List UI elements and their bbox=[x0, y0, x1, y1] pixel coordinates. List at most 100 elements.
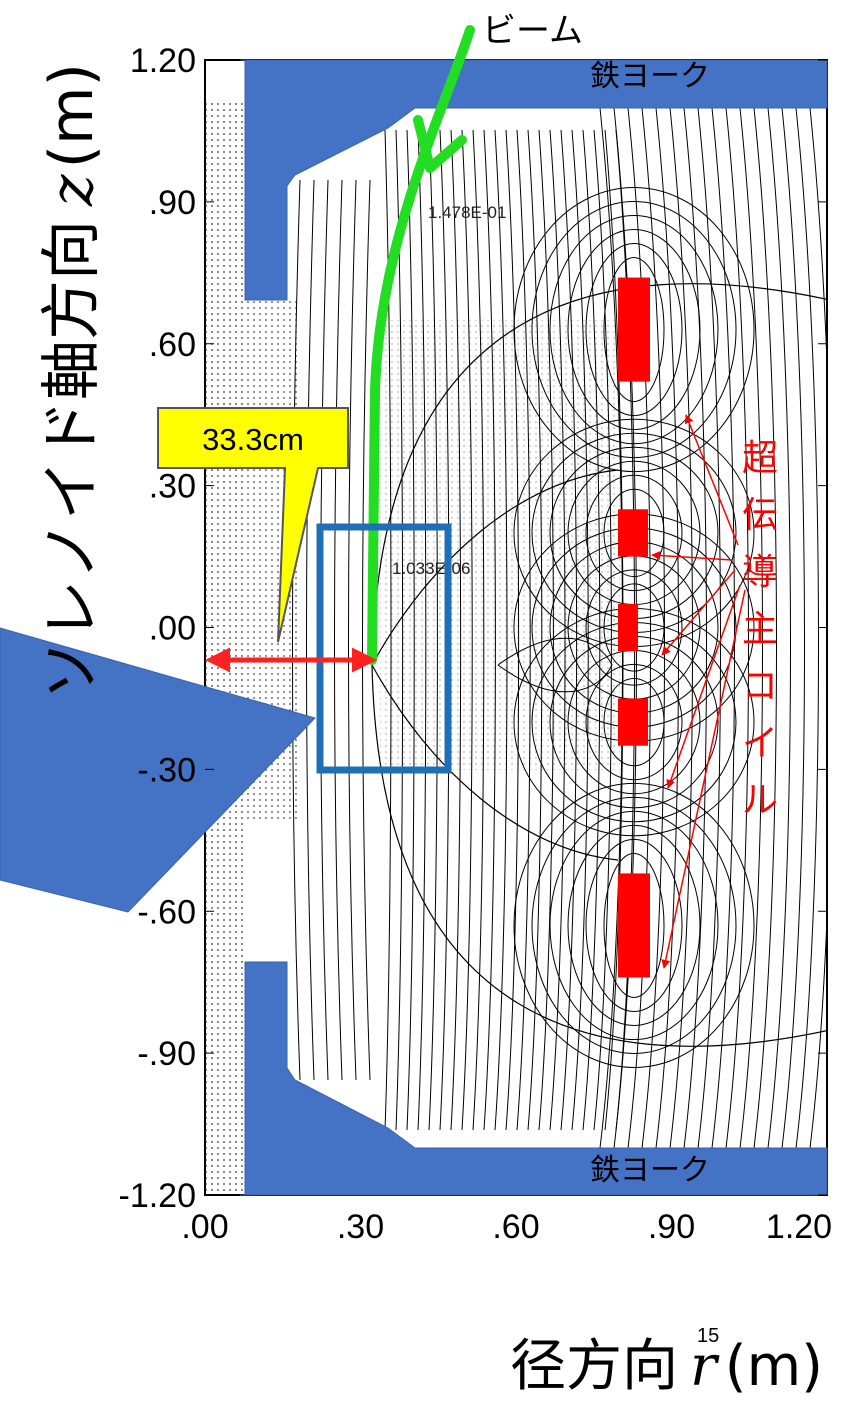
y-tick-label: -1.20 bbox=[119, 1177, 197, 1215]
yoke-label-bottom: 鉄ヨーク bbox=[590, 1153, 710, 1188]
iron-yoke-bottom bbox=[240, 961, 828, 1196]
field-line bbox=[450, 129, 462, 1131]
field-line bbox=[306, 179, 315, 1081]
field-line bbox=[371, 664, 827, 1047]
dotted-region-axis bbox=[205, 100, 243, 1195]
coil-3 bbox=[618, 603, 638, 652]
field-line bbox=[513, 187, 755, 472]
field-line bbox=[781, 107, 805, 1149]
field-line bbox=[292, 179, 301, 1081]
coil-label-char: コ bbox=[742, 666, 778, 707]
field-line bbox=[516, 129, 531, 1131]
field-line bbox=[513, 607, 755, 837]
field-line bbox=[567, 649, 701, 795]
field-line bbox=[697, 107, 721, 1149]
y-tick-label: -.30 bbox=[137, 751, 196, 789]
coil-4 bbox=[618, 698, 648, 746]
field-line bbox=[494, 129, 508, 1131]
field-line bbox=[461, 129, 473, 1131]
field-line bbox=[809, 107, 827, 1149]
callout-text: 33.3cm bbox=[202, 422, 304, 457]
field-line bbox=[362, 179, 371, 1081]
blue-callout-shape bbox=[0, 627, 316, 913]
y-tick-label: .60 bbox=[149, 326, 196, 364]
field-line bbox=[603, 852, 665, 998]
coil-label-char: 導 bbox=[742, 552, 778, 593]
field-line bbox=[585, 664, 683, 781]
field-line bbox=[567, 824, 701, 1026]
field-line bbox=[531, 797, 737, 1054]
y-tick-label: -.90 bbox=[137, 1035, 196, 1073]
page-number: 15 bbox=[697, 1325, 719, 1347]
contour-label-high: 1.478E-01 bbox=[428, 203, 506, 222]
field-line bbox=[428, 129, 438, 1131]
y-tick-label: .30 bbox=[149, 468, 196, 506]
field-line bbox=[472, 129, 485, 1131]
field-line bbox=[603, 488, 665, 577]
field-line bbox=[538, 129, 554, 1131]
beam-arrowhead bbox=[413, 115, 467, 173]
field-line bbox=[582, 129, 601, 1131]
y-tick-label: -.60 bbox=[137, 893, 196, 931]
coil-label-char: 主 bbox=[742, 609, 778, 650]
x-tick-label: 1.20 bbox=[766, 1208, 832, 1246]
field-line bbox=[669, 107, 693, 1149]
field-line bbox=[655, 107, 679, 1149]
field-line bbox=[603, 257, 665, 403]
coil-arrows bbox=[651, 414, 746, 969]
field-line bbox=[585, 569, 683, 686]
coil-5 bbox=[618, 873, 650, 978]
field-line bbox=[641, 107, 665, 1149]
y-tick-label: 1.20 bbox=[130, 42, 196, 80]
field-line bbox=[513, 418, 755, 648]
field-line bbox=[739, 107, 763, 1149]
field-line bbox=[348, 179, 357, 1081]
yoke-label-top: 鉄ヨーク bbox=[590, 59, 710, 94]
x-tick-label: .90 bbox=[648, 1208, 695, 1246]
field-line bbox=[767, 107, 791, 1149]
field-line bbox=[560, 129, 578, 1131]
field-line bbox=[683, 107, 707, 1149]
contour-label-low: 1.033E-06 bbox=[392, 559, 470, 578]
coil-label-char: イ bbox=[742, 723, 778, 764]
field-line bbox=[513, 513, 755, 742]
field-line bbox=[406, 129, 415, 1131]
coil-label-char: ル bbox=[742, 780, 778, 821]
dotted-region-bore bbox=[380, 320, 620, 770]
y-tick-label: .90 bbox=[149, 184, 196, 222]
field-line bbox=[395, 129, 404, 1131]
field-line bbox=[549, 129, 566, 1131]
field-line bbox=[585, 474, 683, 591]
field-line bbox=[371, 664, 619, 861]
coil-label-char: 超 bbox=[742, 438, 778, 479]
x-tick-label: .30 bbox=[337, 1208, 384, 1246]
field-line bbox=[371, 469, 619, 666]
yellow-callout bbox=[157, 407, 349, 643]
field-line bbox=[531, 432, 737, 633]
field-line bbox=[603, 678, 665, 767]
coil-1 bbox=[618, 277, 650, 382]
field-line bbox=[725, 107, 749, 1149]
field-line bbox=[585, 243, 683, 416]
field-line bbox=[497, 637, 613, 693]
field-line bbox=[567, 229, 701, 431]
field-line bbox=[483, 129, 496, 1131]
x-tick-label: .60 bbox=[492, 1208, 539, 1246]
field-line bbox=[549, 811, 719, 1040]
field-line bbox=[531, 201, 737, 458]
field-line bbox=[527, 129, 543, 1131]
beam-path bbox=[367, 25, 475, 665]
field-line bbox=[531, 527, 737, 728]
svg-text:ソレノイド軸方向z(m): ソレノイド軸方向z(m) bbox=[37, 63, 107, 700]
beam-label: ビーム bbox=[482, 11, 583, 51]
y-axis-label: ソレノイド軸方向z(m) bbox=[37, 63, 107, 700]
field-line bbox=[753, 107, 777, 1149]
y-axis-ticks: 1.20.90.60.30.00-.30-.60-.90-1.20 bbox=[119, 42, 827, 1215]
coil-2 bbox=[618, 509, 648, 557]
field-line bbox=[585, 839, 683, 1012]
superconducting-coils bbox=[618, 277, 650, 978]
